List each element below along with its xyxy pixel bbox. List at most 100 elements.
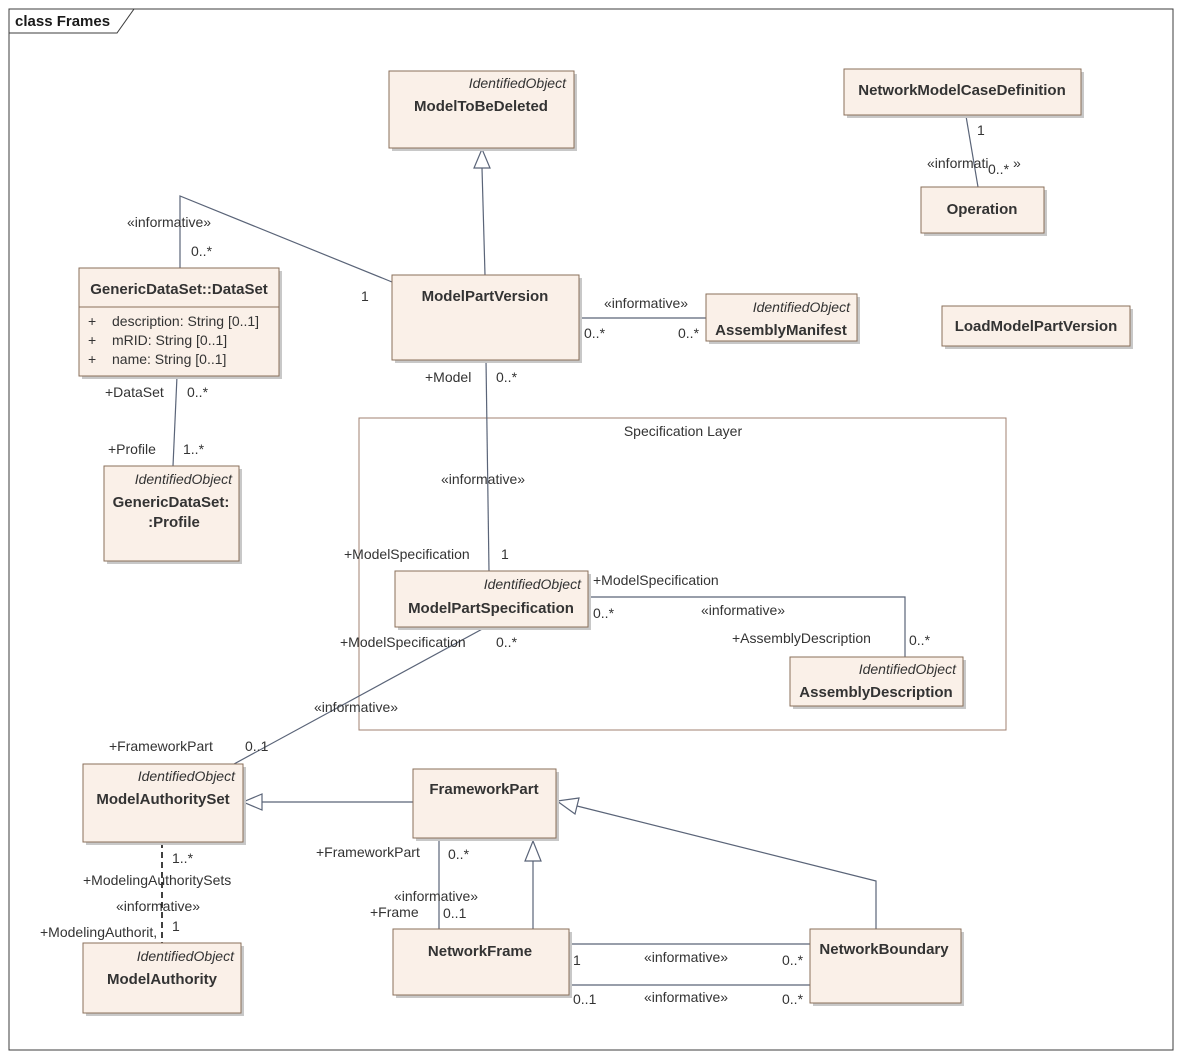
multiplicity-label: 0..*: [988, 161, 1010, 177]
class-modelpartversion[interactable]: ModelPartVersion: [391, 274, 582, 363]
stereotype-label: IdentifiedObject: [138, 768, 236, 784]
class-modelpartspecification[interactable]: IdentifiedObject ModelPartSpecification: [394, 570, 591, 630]
class-genericdataset-profile[interactable]: IdentifiedObject GenericDataSet: :Profil…: [103, 465, 242, 564]
class-name: ModelToBeDeleted: [414, 98, 548, 115]
class-name: ModelPartVersion: [422, 288, 549, 305]
role-label: +ModelSpecification: [344, 546, 470, 562]
class-name: FrameworkPart: [429, 781, 538, 798]
diagram-frame-tab: [8, 8, 135, 34]
class-modelauthorityset[interactable]: IdentifiedObject ModelAuthoritySet: [82, 763, 246, 845]
class-name: AssemblyManifest: [715, 322, 847, 339]
stereotype-label: IdentifiedObject: [469, 75, 567, 91]
role-label: +ModelSpecification: [593, 572, 719, 588]
multiplicity-label: 1: [977, 122, 985, 138]
multiplicity-label: 1: [172, 918, 180, 934]
attr-visibility: +: [88, 351, 96, 367]
multiplicity-label: 0..1: [573, 991, 597, 1007]
role-label: +Model: [425, 369, 471, 385]
class-modelauthority[interactable]: IdentifiedObject ModelAuthority: [82, 942, 244, 1016]
stereotype-informative: «informative»: [644, 949, 728, 965]
multiplicity-label: 0..1: [245, 738, 269, 754]
class-modeltobedeleted[interactable]: IdentifiedObject ModelToBeDeleted: [388, 70, 577, 151]
generalization-modelpartversion-modeltobedeleted[interactable]: [481, 167, 486, 276]
class-name-line1: GenericDataSet:: [113, 494, 230, 511]
attr-mrid: mRID: String [0..1]: [112, 332, 227, 348]
role-label: +ModelingAuthoritySets: [83, 872, 231, 888]
generalization-networkboundary-frameworkpart[interactable]: [576, 805, 877, 929]
diagram-frame: [8, 8, 1174, 1051]
multiplicity-label: 0..*: [187, 384, 209, 400]
stereotype-informative: «informative»: [701, 602, 785, 618]
class-name: ModelPartSpecification: [408, 600, 574, 617]
stereotype-informative: «informative»: [441, 471, 525, 487]
class-loadmodelpartversion[interactable]: LoadModelPartVersion: [941, 305, 1133, 349]
multiplicity-label: 0..*: [909, 632, 931, 648]
stereotype-informative-partial: «informati: [927, 155, 988, 171]
role-label: +FrameworkPart: [316, 844, 420, 860]
multiplicity-label: 0..*: [496, 634, 518, 650]
multiplicity-label: 0..*: [593, 605, 615, 621]
stereotype-label: IdentifiedObject: [484, 576, 582, 592]
generalization-arrowhead: [473, 147, 491, 169]
multiplicity-label: 0..*: [496, 369, 518, 385]
generalization-arrowhead: [555, 797, 580, 816]
stereotype-label: IdentifiedObject: [137, 948, 235, 964]
role-label: +AssemblyDescription: [732, 630, 871, 646]
attr-visibility: +: [88, 332, 96, 348]
class-name: ModelAuthoritySet: [96, 791, 229, 808]
attr-description: description: String [0..1]: [112, 313, 259, 329]
stereotype-informative: «informative»: [116, 898, 200, 914]
diagram-frame-title: class Frames: [15, 13, 110, 30]
attr-name: name: String [0..1]: [112, 351, 226, 367]
multiplicity-label: 0..*: [782, 952, 804, 968]
multiplicity-label: 0..1: [443, 905, 467, 921]
multiplicity-label: 0..*: [678, 325, 700, 341]
assoc-modelpartspecification-assemblydescription[interactable]: [588, 596, 906, 657]
class-networkboundary[interactable]: NetworkBoundary: [809, 928, 964, 1006]
multiplicity-label: 1: [573, 952, 581, 968]
multiplicity-label: 1..*: [172, 850, 194, 866]
class-operation[interactable]: Operation: [920, 186, 1047, 236]
class-name: Operation: [947, 201, 1018, 218]
class-name: LoadModelPartVersion: [955, 318, 1118, 335]
role-label: +ModelingAuthorit,: [40, 924, 157, 940]
class-name: AssemblyDescription: [799, 684, 952, 701]
class-name-line2: :Profile: [148, 514, 200, 531]
class-assemblymanifest[interactable]: IdentifiedObject AssemblyManifest: [705, 293, 860, 344]
stereotype-informative: «informative»: [604, 295, 688, 311]
class-name: ModelAuthority: [107, 971, 218, 988]
role-label: +ModelSpecification: [340, 634, 466, 650]
stereotype-informative-tail: »: [1013, 155, 1021, 171]
class-networkmodelcasedefinition[interactable]: NetworkModelCaseDefinition: [843, 68, 1084, 118]
role-label: +DataSet: [105, 384, 164, 400]
multiplicity-label: 0..*: [191, 243, 213, 259]
assoc-dataset-profile[interactable]: [172, 375, 178, 467]
generalization-arrowhead: [524, 839, 542, 862]
assoc-modelpartversion-dataset[interactable]: [179, 195, 393, 283]
stereotype-informative: «informative»: [644, 989, 728, 1005]
role-label: +Frame: [370, 904, 419, 920]
class-genericdataset-dataset[interactable]: GenericDataSet::DataSet + description: S…: [78, 267, 282, 379]
stereotype-label: IdentifiedObject: [753, 299, 851, 315]
role-label: +FrameworkPart: [109, 738, 213, 754]
stereotype-informative: «informative»: [394, 888, 478, 904]
assoc-modelpartspecification-modelauthorityset[interactable]: [233, 626, 487, 765]
attr-visibility: +: [88, 313, 96, 329]
class-name: NetworkFrame: [428, 943, 532, 960]
assoc-networkmodelcasedefinition-operation[interactable]: [965, 115, 979, 188]
stereotype-label: IdentifiedObject: [859, 661, 957, 677]
multiplicity-label: 1: [501, 546, 509, 562]
multiplicity-label: 0..*: [448, 846, 470, 862]
class-name: GenericDataSet::DataSet: [90, 281, 268, 298]
class-frameworkpart[interactable]: FrameworkPart: [412, 768, 559, 841]
multiplicity-label: 0..*: [782, 991, 804, 1007]
class-networkframe[interactable]: NetworkFrame: [392, 928, 572, 998]
multiplicity-label: 1: [361, 288, 369, 304]
stereotype-label: IdentifiedObject: [135, 471, 233, 487]
class-name: NetworkBoundary: [819, 941, 949, 958]
assoc-modelpartversion-modelpartspecification[interactable]: [485, 359, 490, 572]
multiplicity-label: 0..*: [584, 325, 606, 341]
role-label: +Profile: [108, 441, 156, 457]
class-assemblydescription[interactable]: IdentifiedObject AssemblyDescription: [789, 656, 966, 709]
